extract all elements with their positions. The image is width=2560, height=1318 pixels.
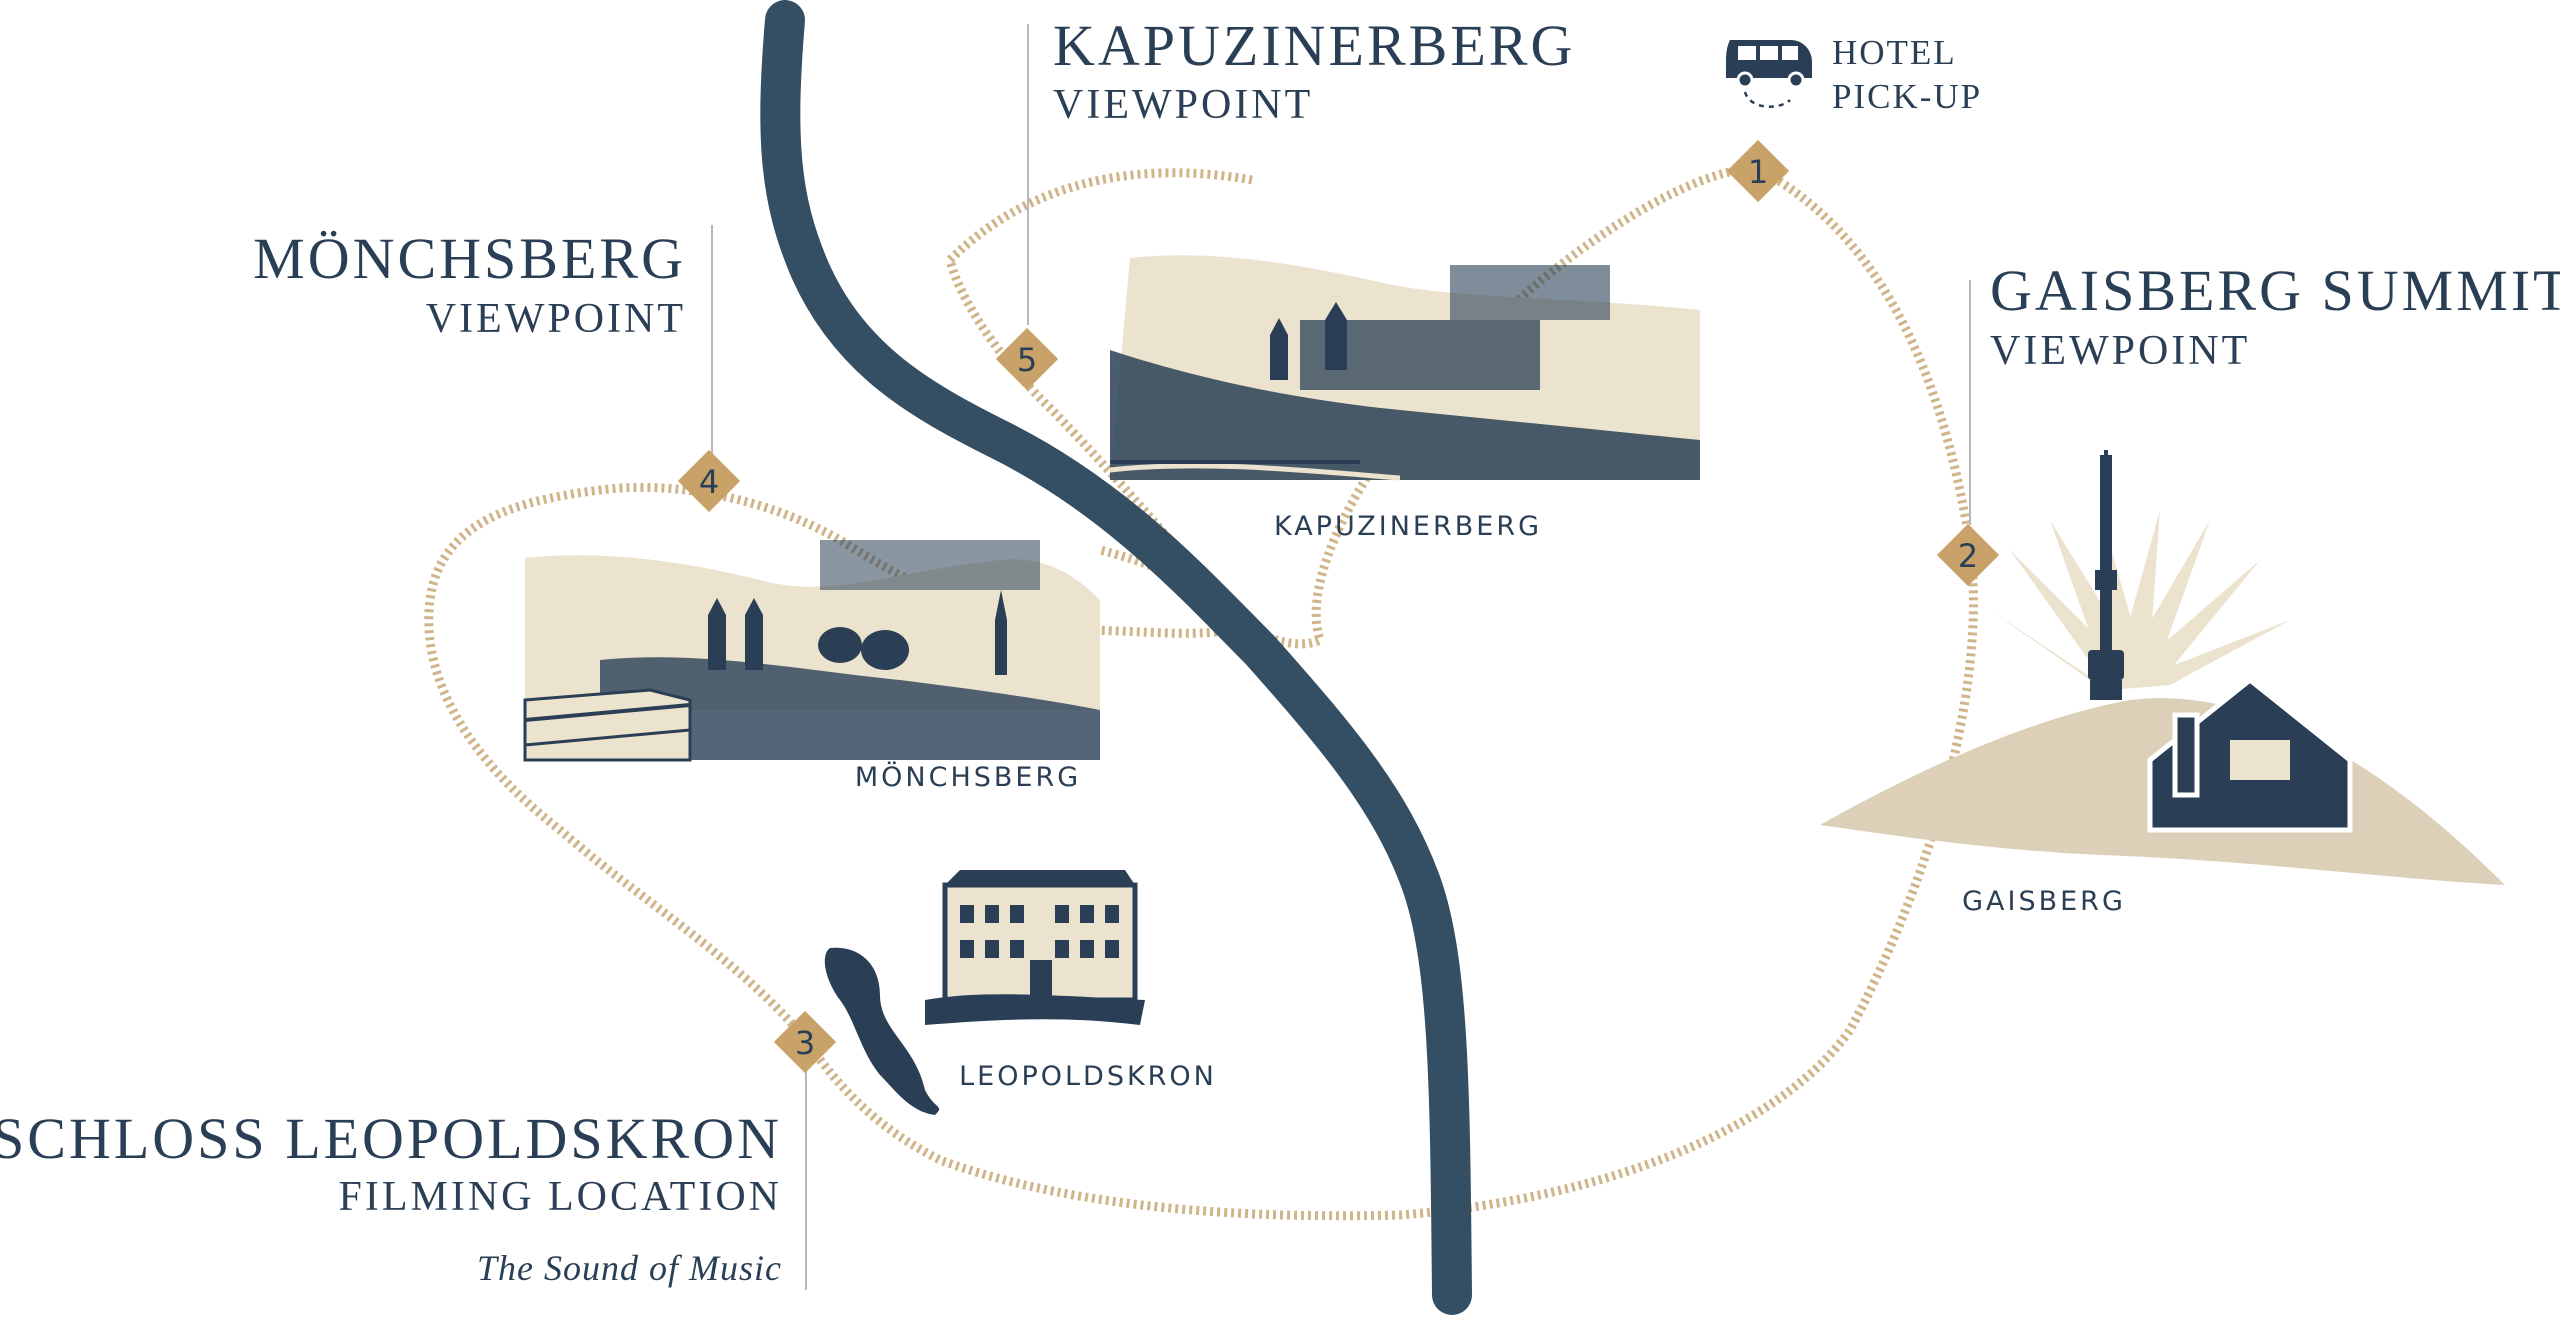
caption-kapuzinerberg: KAPUZINERBERG [1274,511,1542,542]
title-leopoldskron: SCHLOSS LEOPOLDSKRON [0,1106,782,1171]
sunburst-icon [1990,510,2290,690]
subtitle-monchsberg: VIEWPOINT [426,296,686,342]
monchsberg-illustration [523,540,1100,762]
note-leopoldskron: The Sound of Music [477,1248,782,1288]
svg-text:2: 2 [1958,537,1978,575]
stop-marker-2[interactable]: 2 [1936,523,2000,587]
subtitle-gaisberg: VIEWPOINT [1990,328,2250,374]
schloss-icon [925,870,1145,1025]
route-lines [424,164,1978,1221]
subtitle-kapuzinerberg: VIEWPOINT [1053,82,1313,128]
stop-marker-1[interactable]: 1 [1726,139,1790,203]
svg-text:3: 3 [795,1024,815,1062]
route-loop-west [424,482,1257,1043]
kapuzinerberg-illustration [1109,255,1700,481]
caption-leopoldskron: LEOPOLDSKRON [959,1061,1217,1092]
gaisberg-illustration [1820,450,2505,885]
tv-tower-icon [2088,450,2124,700]
river-salzach [760,0,1472,1315]
subtitle-leopoldskron: FILMING LOCATION [339,1174,782,1220]
caption-monchsberg: MÖNCHSBERG [855,761,1081,793]
title-gaisberg: GAISBERG SUMMIT [1990,258,2560,323]
van-icon [1726,40,1812,108]
svg-text:1: 1 [1748,153,1768,191]
leader-lines [711,24,1971,1290]
stop-marker-5[interactable]: 5 [995,327,1059,391]
svg-text:5: 5 [1017,341,1037,379]
stop-marker-4[interactable]: 4 [677,449,741,513]
caption-gaisberg: GAISBERG [1962,886,2126,917]
hotel-pickup-line2: PICK-UP [1832,77,1982,116]
lake-icon [824,947,940,1115]
title-kapuzinerberg: KAPUZINERBERG [1053,13,1575,78]
svg-text:4: 4 [699,463,719,501]
title-monchsberg: MÖNCHSBERG [253,226,686,291]
stop-marker-3[interactable]: 3 [773,1010,837,1074]
hotel-pickup-line1: HOTEL [1832,33,1957,72]
